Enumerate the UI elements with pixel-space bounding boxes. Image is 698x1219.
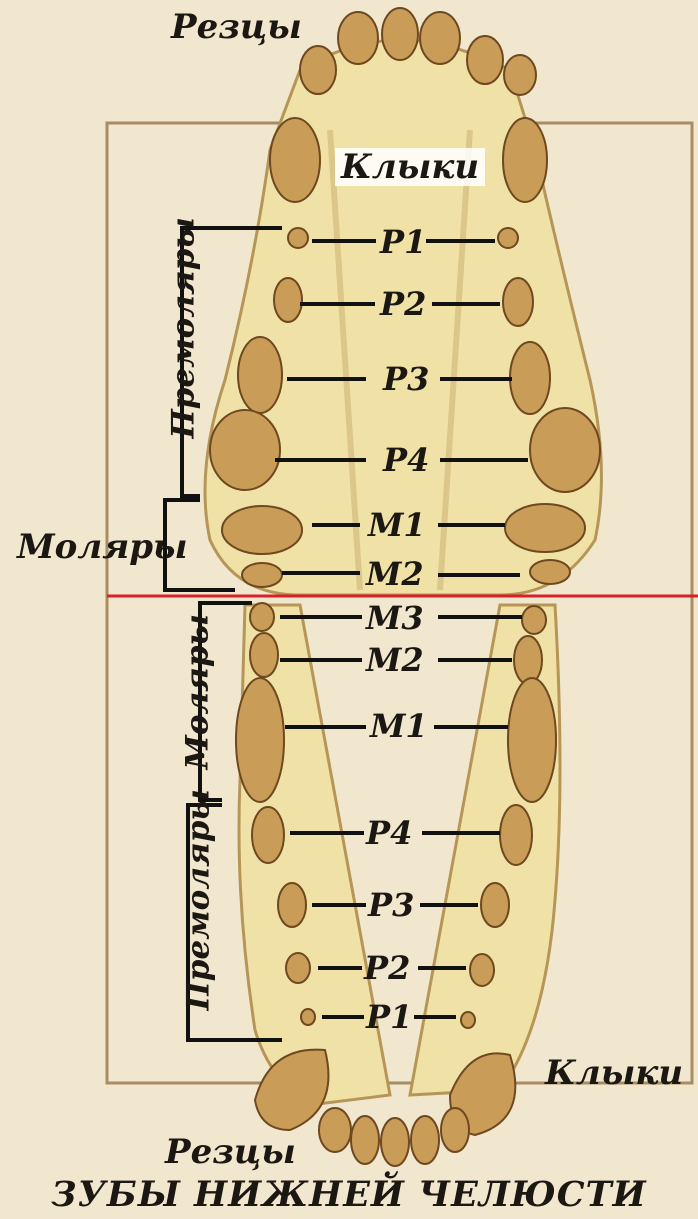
upper-canines-label: Клыки: [335, 148, 485, 186]
lower-molars-group-label: Моляры: [183, 630, 214, 770]
lower-tooth-p1: P1: [366, 1001, 412, 1033]
upper-tooth-p1: P1: [380, 226, 426, 258]
upper-tooth-m2: M2: [366, 558, 424, 590]
upper-molars-group-label: Моляры: [17, 530, 188, 564]
lower-canines-label: Клыки: [545, 1056, 683, 1090]
upper-tooth-p4: P4: [383, 444, 429, 476]
lower-tooth-m3: M3: [366, 602, 424, 634]
upper-incisors-label: Резцы: [171, 10, 302, 44]
upper-tooth-p3: P3: [383, 363, 429, 395]
figure-caption: ЗУБЫ НИЖНЕЙ ЧЕЛЮСТИ: [0, 1174, 698, 1215]
lower-premolars-group-label: Премоляры: [184, 831, 215, 1011]
lower-tooth-m1: M1: [370, 710, 428, 742]
upper-tooth-m1: M1: [368, 509, 426, 541]
lower-tooth-p2: P2: [364, 952, 410, 984]
lower-tooth-p4: P4: [366, 817, 412, 849]
lower-incisors: [319, 1108, 469, 1166]
upper-premolars-group-label: Премоляры: [169, 259, 200, 439]
lower-incisors-label: Резцы: [165, 1135, 296, 1169]
lower-tooth-m2: M2: [366, 644, 424, 676]
upper-tooth-p2: P2: [380, 288, 426, 320]
lower-tooth-p3: P3: [368, 889, 414, 921]
